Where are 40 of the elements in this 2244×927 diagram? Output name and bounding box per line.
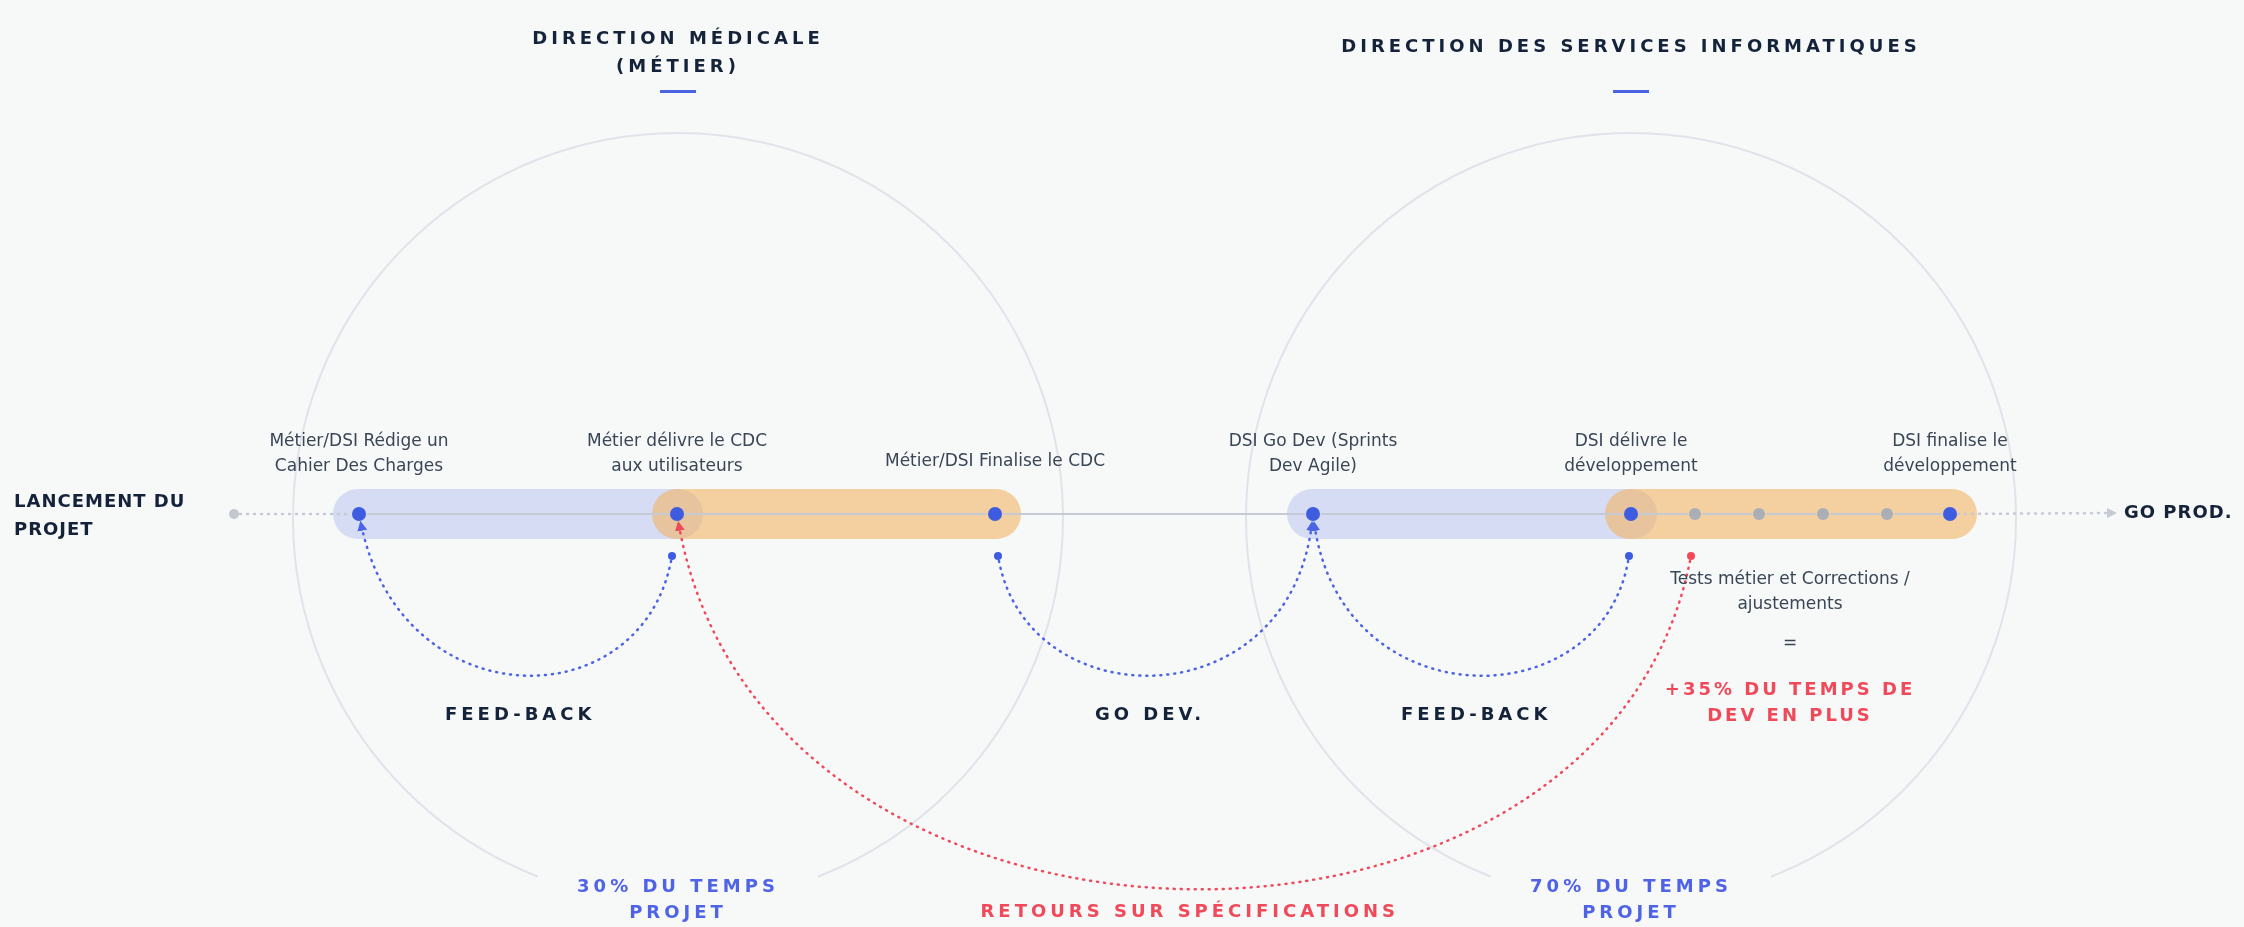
connector-line [1701,513,1753,515]
connector-line [1829,513,1881,515]
time-share-label: 30% DU TEMPS PROJET [538,873,818,925]
milestone-dot [1943,507,1957,521]
milestone-dot [1817,508,1829,520]
arrow [676,520,1692,891]
milestone-label: Métier/DSI Finalise le CDC [884,449,1106,472]
start-dot [229,509,239,519]
milestone-dot [988,507,1002,521]
milestone-dot [1689,508,1701,520]
connector-line [684,513,988,515]
arrow [997,520,1315,677]
arrow [1311,520,1630,677]
milestone-dot [1753,508,1765,520]
milestone-label: DSI délivre le développement [1563,429,1699,477]
start-label: LANCEMENT DU PROJET [14,489,187,541]
connector-line [366,513,670,515]
milestone-label: DSI finalise le développement [1882,429,2018,477]
milestone-label: Métier/DSI Rédige un Cahier Des Charges [268,429,450,477]
milestone-label: Tests métier et Corrections / ajustements [1669,567,1911,615]
small-dot [994,552,1002,560]
small-dot [1625,552,1633,560]
connector-line [1002,513,1306,515]
connector-line [1765,513,1817,515]
connector-line [1320,513,1624,515]
connector-line [1638,513,1689,515]
arrow [1956,508,2118,519]
department-title: DIRECTION DES SERVICES INFORMATIQUES [1340,34,1922,58]
highlight-note: +35% DU TEMPS DE DEV EN PLUS [1663,677,1917,727]
department-title: DIRECTION MÉDICALE (MÉTIER) [531,26,825,78]
milestone-dot [1881,508,1893,520]
connector-line [1893,513,1943,515]
time-share-label: 70% DU TEMPS PROJET [1491,873,1771,925]
endpoint-label: GO PROD. [2124,498,2240,528]
small-dot [668,552,676,560]
small-dot [1687,552,1695,560]
arrow [358,520,673,677]
milestone-label: Métier délivre le CDC aux utilisateurs [586,429,768,477]
milestone-label: DSI Go Dev (Sprints Dev Agile) [1227,429,1399,477]
equals-sign: = [1781,631,1799,654]
